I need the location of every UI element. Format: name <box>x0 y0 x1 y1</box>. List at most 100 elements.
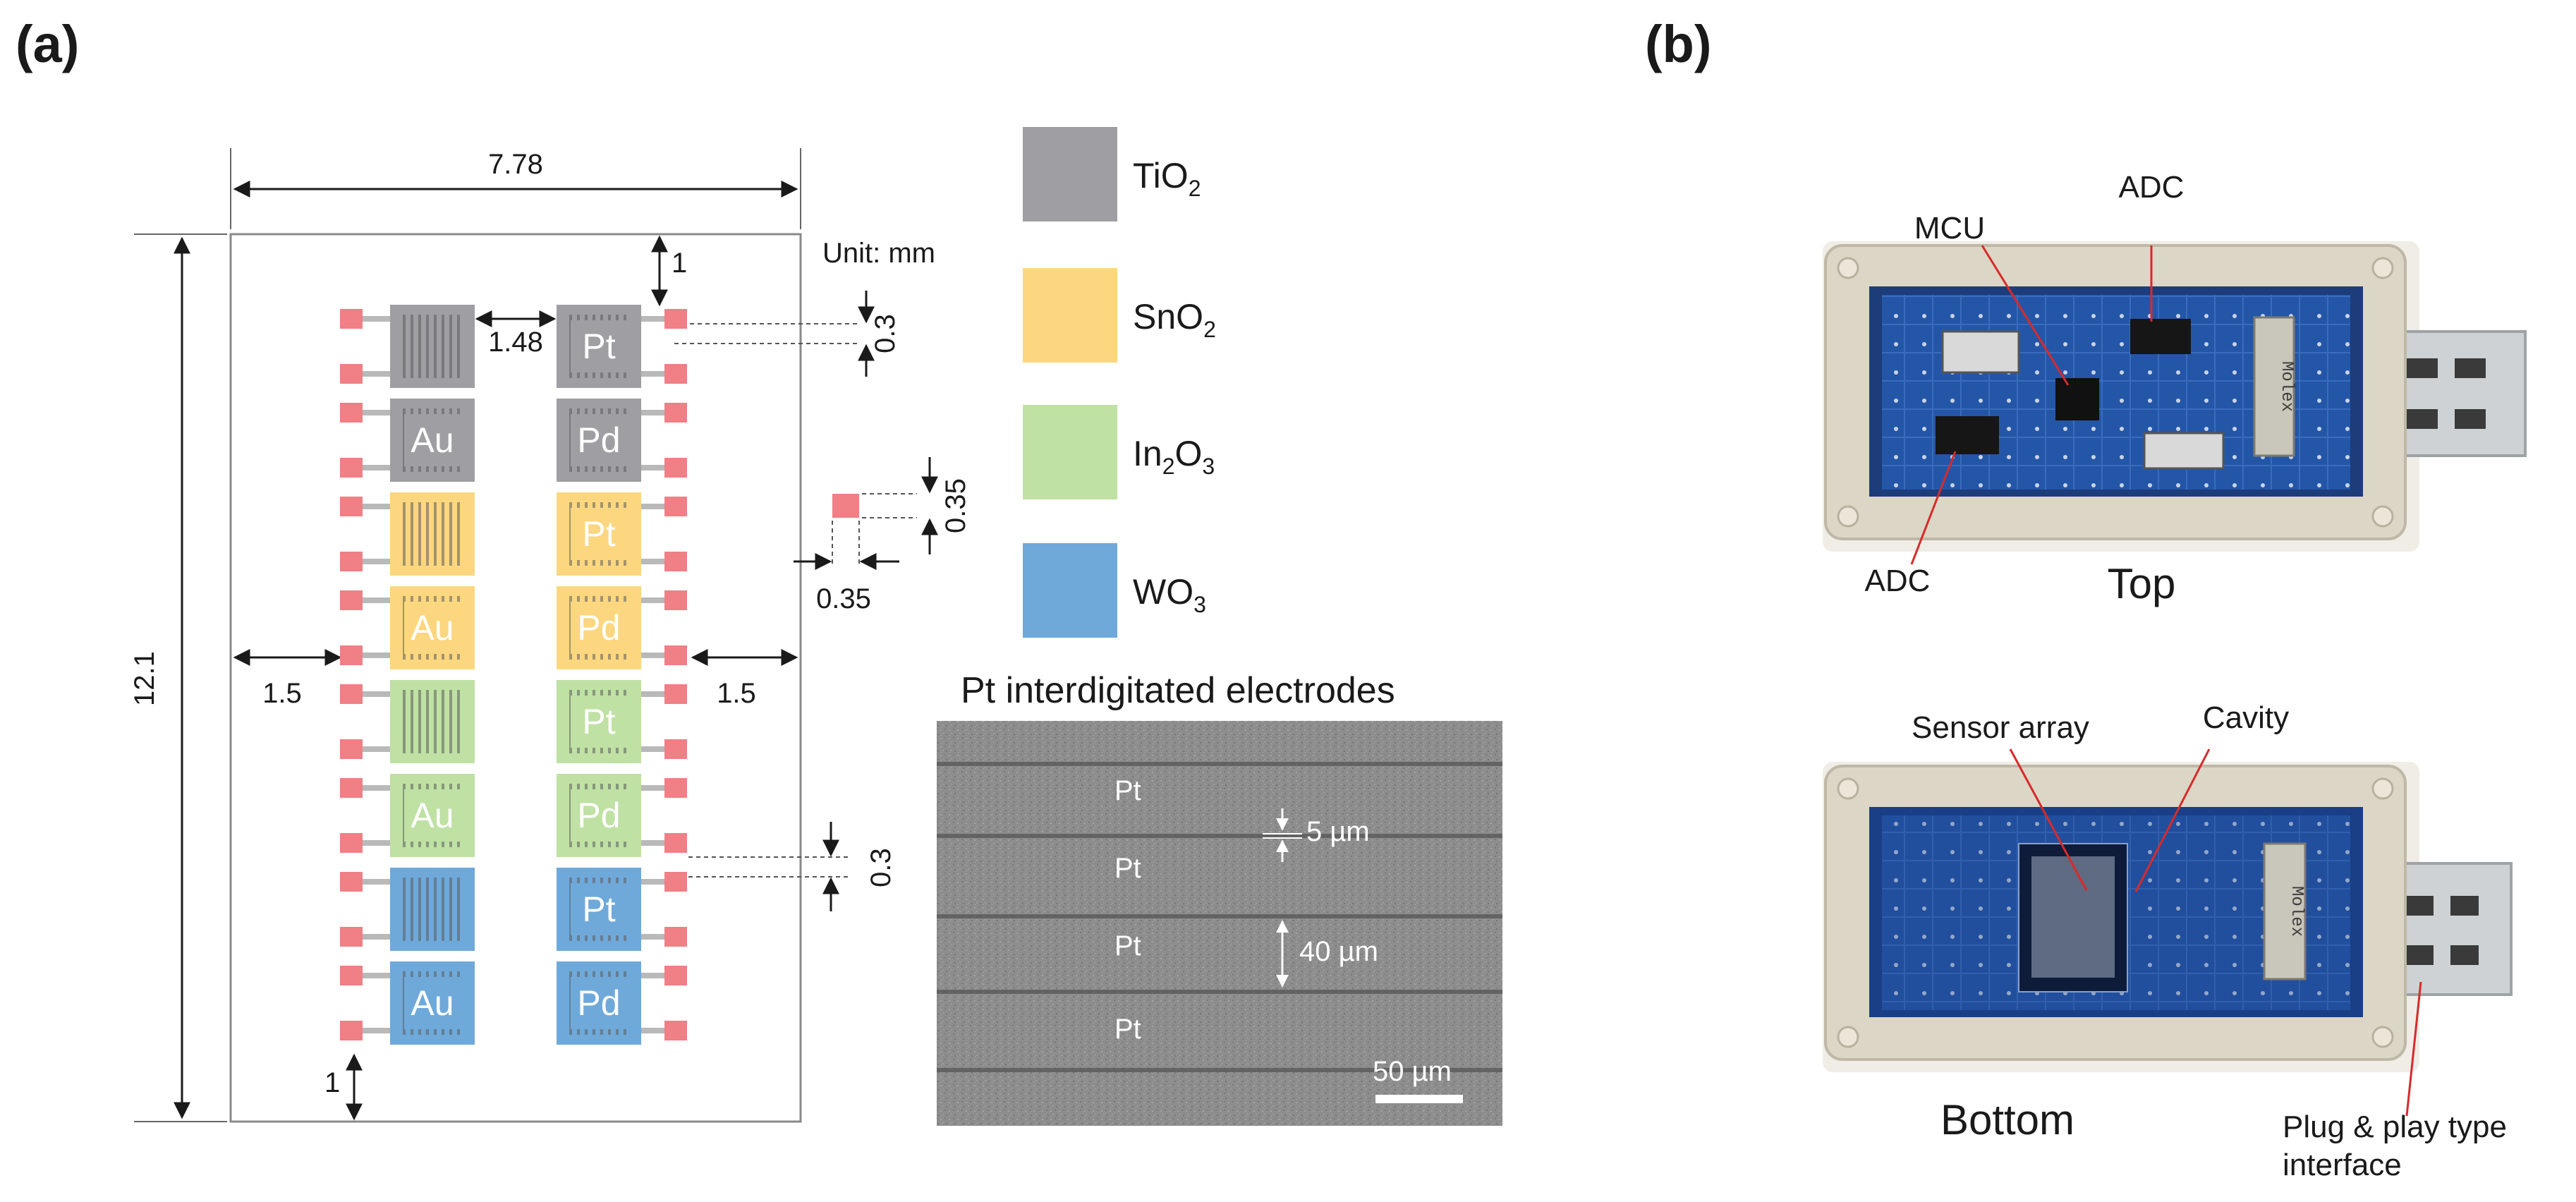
sem-label-pt-3: Pt <box>1114 930 1141 961</box>
contact-pad <box>664 403 687 423</box>
cavity-label: Cavity <box>2203 700 2289 735</box>
legend-swatch-sno2 <box>1023 268 1117 363</box>
photo-top: Molex MCU ADC ADC Top <box>1823 170 2527 607</box>
contact-pad <box>664 833 687 853</box>
contact-pad <box>340 403 363 423</box>
contact-pad <box>340 833 363 853</box>
legend-swatch-in2o3 <box>1023 405 1117 499</box>
contact-pad <box>340 927 363 947</box>
sensor-pad-label: Pt <box>582 702 615 741</box>
sem-scale-bar <box>1375 1095 1463 1103</box>
interface-label-line1: Plug & play type <box>2283 1110 2507 1144</box>
contact-pad <box>664 458 687 478</box>
contact-pad <box>340 684 363 704</box>
top-gap: 1 <box>672 248 687 279</box>
sem-image <box>937 721 1502 1126</box>
sem-label-pt-2: Pt <box>1114 853 1141 884</box>
contact-pad <box>664 739 687 759</box>
sensor-pad-label: Pd <box>577 983 620 1023</box>
left-margin: 1.5 <box>262 678 302 709</box>
sem-label-pt-4: Pt <box>1114 1014 1141 1045</box>
sensor-pad-label: Au <box>411 983 454 1023</box>
mcu-pointer <box>1981 245 2070 386</box>
contact-width-dimension: 0.35 <box>816 583 871 614</box>
bottom-caption: Bottom <box>1940 1096 2074 1143</box>
bottom-gap: 1 <box>324 1067 340 1098</box>
sensor-pad-label: Pt <box>582 890 615 929</box>
interface-label-line2: interface <box>2283 1148 2402 1182</box>
sensor-pad-label: Au <box>411 608 454 648</box>
mcu-label: MCU <box>1914 211 1985 245</box>
contact-height-dimension: 0.35 <box>940 478 971 533</box>
column-gap: 1.48 <box>488 327 543 358</box>
legend-swatch-tio2 <box>1023 127 1117 221</box>
contact-pad <box>664 927 687 947</box>
adc-bottom-pointer <box>1910 451 1957 565</box>
contact-pad <box>664 966 687 985</box>
contact-pad <box>340 645 363 665</box>
contact-pad <box>664 590 687 610</box>
contact-pad <box>340 872 363 892</box>
sensor-pad-label: Au <box>411 796 454 835</box>
molex-label-top: Molex <box>2277 361 2296 412</box>
cavity-pointer <box>2134 748 2211 892</box>
contact-pad <box>340 778 363 798</box>
contact-pad <box>664 684 687 704</box>
contact-pad <box>340 309 363 329</box>
sensor-array-label: Sensor array <box>1912 710 2089 745</box>
interface-pointer <box>2405 981 2422 1117</box>
sem-label-pt-1: Pt <box>1114 775 1141 806</box>
contact-pad <box>664 778 687 798</box>
sem-scale-label: 50 µm <box>1373 1056 1452 1087</box>
adc-bottom-label: ADC <box>1865 564 1931 598</box>
height-dimension: 12.1 <box>129 651 160 706</box>
contact-pad-detail <box>832 494 859 518</box>
row-gap-dimension: 0.3 <box>865 848 897 887</box>
contact-pad <box>340 739 363 759</box>
chip-outline <box>229 233 802 1123</box>
top-caption: Top <box>2108 560 2176 607</box>
legend-label-sno2: SnO2 <box>1133 297 1216 342</box>
adc-top-label: ADC <box>2119 170 2185 205</box>
legend-label-tio2: TiO2 <box>1133 156 1201 201</box>
sensor-pad-label: Pd <box>577 608 620 648</box>
contact-pad <box>340 458 363 478</box>
sensor-pad-label: Au <box>411 420 454 460</box>
right-margin: 1.5 <box>717 678 756 709</box>
contact-pad <box>340 966 363 985</box>
panel-a-label: (a) <box>16 15 79 73</box>
sensor-pad-label: Pt <box>582 514 615 554</box>
width-dimension: 7.78 <box>488 149 543 180</box>
contact-pad <box>664 497 687 516</box>
contact-pad <box>340 552 363 571</box>
legend-label-in2o3: In2O3 <box>1133 434 1215 479</box>
contact-pad <box>340 497 363 516</box>
contact-pad <box>664 872 687 892</box>
chip-layout: 7.78 12.1 1 0.3 Unit: mm 0.35 0.35 1.5 1… <box>129 148 971 1123</box>
photo-bottom: Molex Sensor array Cavity Bottom Plug & … <box>1823 700 2513 1182</box>
sem-title: Pt interdigitated electrodes <box>961 670 1395 711</box>
sensor-pad-label: Pd <box>577 420 620 460</box>
contact-pad <box>340 364 363 384</box>
contact-pad <box>664 552 687 571</box>
contact-pad <box>664 1021 687 1040</box>
contact-pad <box>664 309 687 329</box>
contact-pad <box>664 364 687 384</box>
sem-width-label: 40 µm <box>1299 936 1378 967</box>
legend-swatch-wo3 <box>1023 543 1117 638</box>
molex-label-bottom: Molex <box>2287 886 2306 937</box>
pad-height-dimension: 0.3 <box>870 314 901 353</box>
sensor-pad-label: Pt <box>582 327 615 366</box>
unit-label: Unit: mm <box>822 238 935 269</box>
legend-label-wo3: WO3 <box>1133 572 1206 617</box>
contact-pad <box>664 645 687 665</box>
contact-pad <box>340 590 363 610</box>
panel-b-label: (b) <box>1645 15 1712 73</box>
sem-gap-label: 5 µm <box>1306 816 1370 847</box>
contact-pad <box>340 1021 363 1040</box>
sensor-pad-label: Pd <box>577 796 620 835</box>
sensor-array-pointer <box>2009 748 2088 891</box>
